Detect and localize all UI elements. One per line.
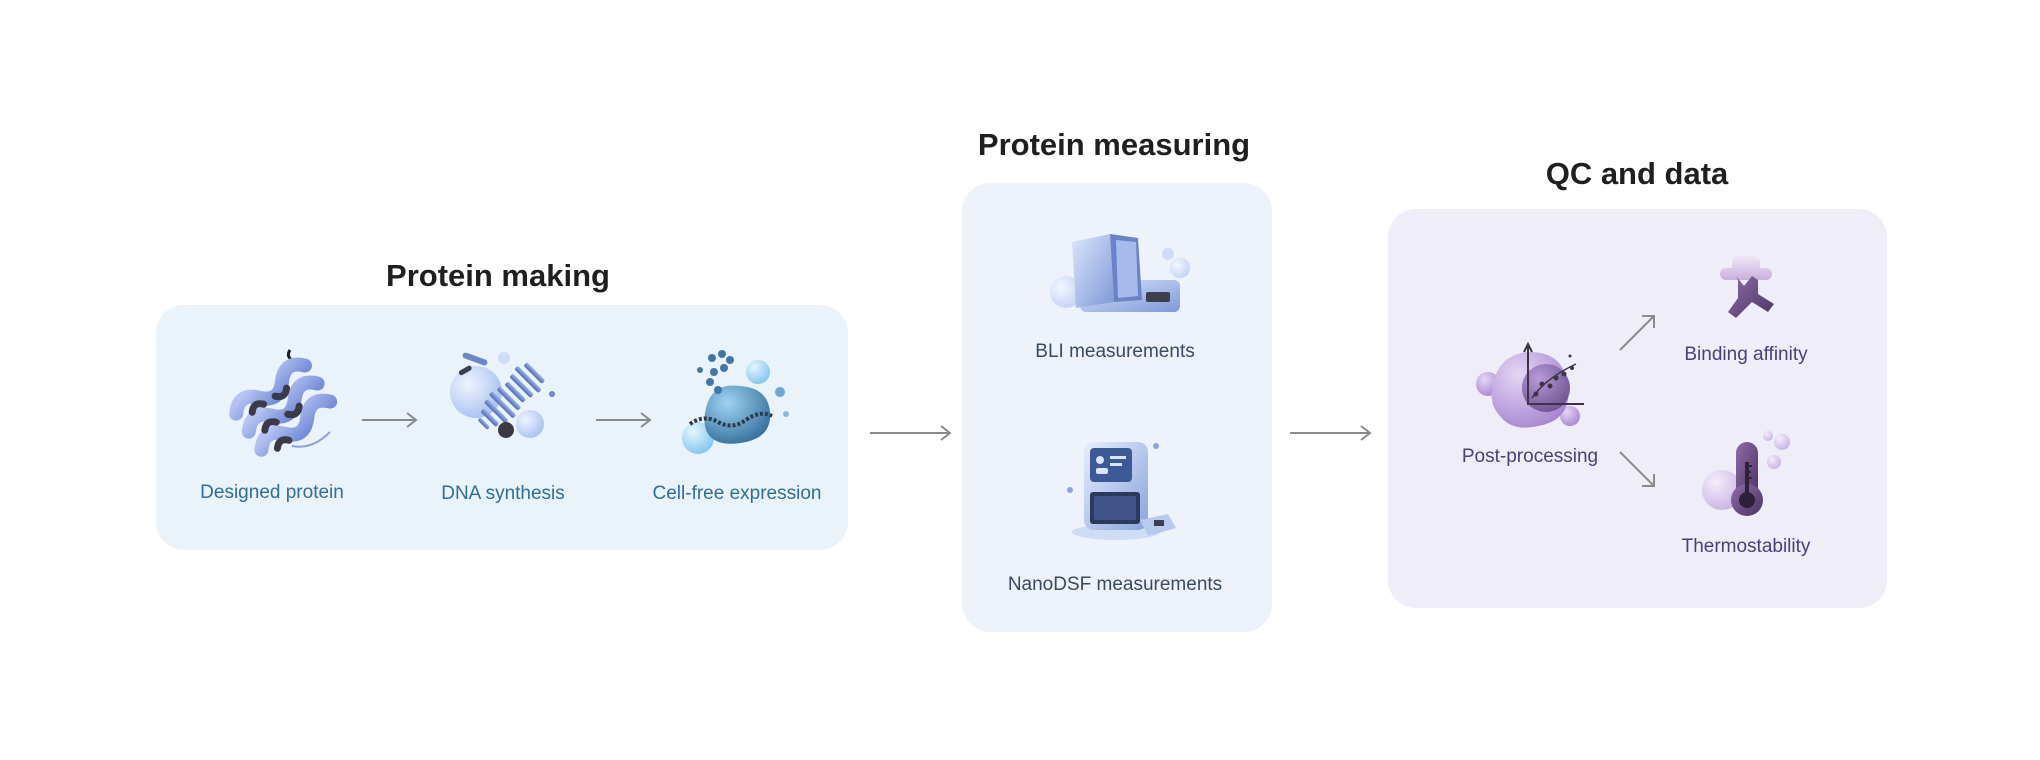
cell-free-expression-icon: [682, 350, 789, 454]
step-label-post-processing: Post-processing: [1461, 446, 1599, 467]
step-label-binding-affinity: Binding affinity: [1684, 344, 1808, 365]
arrow-right-icon: [362, 412, 418, 428]
step-label-cell-free-expression: Cell-free expression: [652, 483, 822, 504]
qc-and-data-panel: [1388, 209, 1887, 608]
protein-structure-icon: [229, 349, 338, 457]
arrow-down-right-icon: [1619, 451, 1655, 487]
bli-instrument-icon: [1050, 234, 1190, 312]
post-processing-icon: [1476, 341, 1584, 428]
step-label-nanodsf-measurements: NanoDSF measurements: [1007, 574, 1223, 595]
dna-icon: [450, 352, 555, 438]
arrow-up-right-icon: [1619, 315, 1655, 351]
step-label-dna-synthesis: DNA synthesis: [441, 483, 565, 504]
step-label-bli-measurements: BLI measurements: [1035, 341, 1195, 362]
nanodsf-instrument-icon: [1067, 442, 1176, 540]
section-title-protein-making: Protein making: [386, 258, 610, 293]
section-title-qc-and-data: QC and data: [1545, 156, 1729, 191]
arrow-right-icon: [870, 425, 952, 441]
section-title-protein-measuring: Protein measuring: [977, 127, 1251, 162]
thermometer-icon: [1702, 431, 1790, 516]
arrow-right-icon: [596, 412, 652, 428]
step-label-thermostability: Thermostability: [1681, 536, 1811, 557]
binding-affinity-icon: [1720, 256, 1774, 318]
step-label-designed-protein: Designed protein: [200, 482, 344, 503]
arrow-right-icon: [1290, 425, 1372, 441]
